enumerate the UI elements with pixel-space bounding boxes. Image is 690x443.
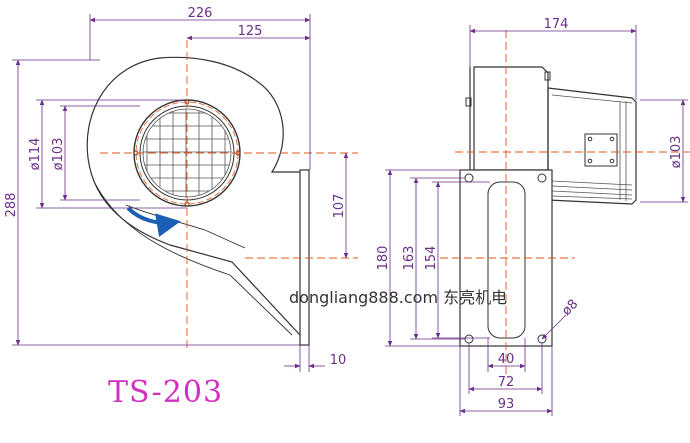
dim-base-width-93: 93 — [498, 397, 515, 412]
dim-flange-thickness: 10 — [330, 353, 347, 368]
dim-hole-spacing-h-72: 72 — [498, 375, 515, 390]
volute-bottom-line — [95, 184, 293, 336]
rotation-arrow-icon — [126, 206, 181, 237]
dim-hole-dia-8: ø8 — [559, 297, 581, 319]
volute-inner-line — [125, 204, 246, 249]
front-view: 226 125 288 ø114 ø103 107 10 — [4, 6, 358, 372]
side-view: 174 ø103 180 163 154 40 72 93 ø8 — [376, 17, 690, 416]
dim-inlet-offset-125: 125 — [238, 24, 263, 39]
dim-slot-height-154: 154 — [424, 246, 439, 271]
dim-hole-spacing-v-163: 163 — [402, 246, 417, 271]
dim-flange-height-180: 180 — [376, 246, 391, 271]
volute-housing — [86, 56, 301, 336]
blower-housing — [473, 66, 549, 171]
dim-outlet-height: 107 — [332, 194, 347, 219]
dim-side-width-174: 174 — [544, 17, 569, 32]
front-dimensions — [12, 14, 349, 372]
outlet-slot — [487, 181, 526, 339]
side-centerlines — [440, 30, 690, 375]
side-dimensions — [385, 25, 688, 416]
housing-tab-top — [544, 71, 551, 81]
dim-inner-dia: ø103 — [51, 138, 66, 171]
housing-tab-side — [465, 97, 472, 107]
outlet-flange — [299, 169, 310, 346]
dim-width-226: 226 — [188, 6, 213, 21]
dim-outer-dia: ø114 — [28, 138, 43, 171]
terminal-screws — [587, 136, 615, 164]
dim-height-288: 288 — [4, 193, 19, 218]
dim-motor-dia: ø103 — [669, 136, 684, 169]
model-label: TS-203 — [108, 375, 223, 410]
front-centerlines — [100, 40, 358, 350]
dim-slot-width-40: 40 — [498, 352, 515, 367]
watermark-text: dongliang888.com 东亮机电 — [289, 288, 507, 307]
motor-fins — [551, 94, 633, 201]
terminal-box — [584, 133, 618, 167]
